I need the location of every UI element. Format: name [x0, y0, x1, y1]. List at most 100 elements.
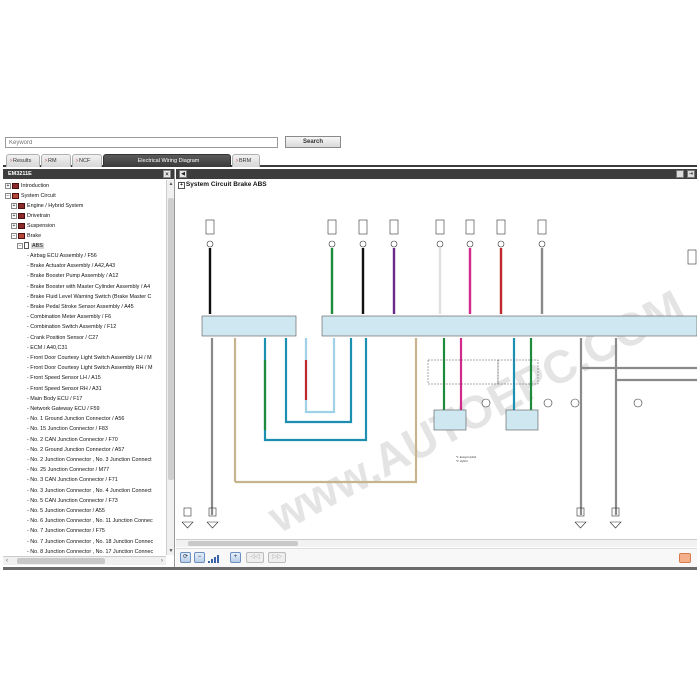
scroll-thumb[interactable] [17, 558, 105, 564]
list-item[interactable]: - No. 7 Junction Connector / F75 [27, 528, 105, 535]
list-item[interactable]: - No. 2 Junction Connector , No. 3 Junct… [27, 457, 152, 463]
expand-icon[interactable]: + [11, 212, 17, 219]
list-item[interactable]: - Front Speed Sensor LH / A15 [27, 375, 101, 382]
tab-label: BRM [239, 158, 252, 164]
connector-terminals [206, 240, 546, 248]
list-item[interactable]: - Brake Booster with Master Cylinder Ass… [27, 283, 151, 290]
list-item[interactable]: - Front Door Courtesy Light Switch Assem… [27, 365, 153, 372]
vertical-scrollbar[interactable]: ▲ ▼ [166, 180, 174, 555]
tree-item-abs[interactable]: − ABS [17, 241, 44, 251]
fuse-icon [389, 219, 399, 235]
list-item[interactable]: - ECM / A40,C31 [27, 344, 68, 351]
back-arrow-icon[interactable]: ◀ [179, 170, 187, 178]
list-item[interactable]: - No. 15 Junction Connector / F83 [27, 426, 108, 433]
list-item[interactable]: - No. 6 Junction Connector , No. 11 Junc… [27, 518, 153, 525]
list-item[interactable]: - No. 1 Ground Junction Connector / A56 [27, 416, 125, 423]
book-icon [18, 212, 25, 219]
list-item[interactable]: - No. 5 CAN Junction Connector / F73 [27, 497, 118, 504]
list-item[interactable]: - No. 2 CAN Junction Connector / F70 [27, 436, 118, 443]
tab-label: RM [48, 158, 57, 164]
front-speed-sensor-lh[interactable] [433, 409, 467, 431]
tree-item-introduction[interactable]: +Introduction [5, 181, 49, 191]
expand-icon[interactable]: + [5, 182, 11, 189]
front-speed-sensor-rh[interactable] [505, 409, 539, 431]
tree-item-label: Engine / Hybrid System [27, 203, 84, 209]
tree-item-label: ABS [31, 243, 44, 249]
search-button[interactable]: Search [285, 136, 341, 148]
zoom-in-icon[interactable]: + [230, 552, 241, 563]
tree-item-label: Brake [27, 233, 42, 239]
signal-wires [210, 338, 697, 515]
list-item[interactable]: - Brake Booster Pump Assembly / A12 [27, 273, 119, 280]
tree-item-system-circuit[interactable]: − System Circuit [5, 191, 56, 201]
scroll-left-icon[interactable]: ‹ [6, 558, 8, 564]
list-item[interactable]: - Front Door Courtesy Light Switch Assem… [27, 355, 152, 361]
list-item[interactable]: - No. 25 Junction Connector / M77 [27, 467, 110, 474]
list-item[interactable]: - Main Body ECU / F17 [27, 395, 83, 402]
navigation-header: EM3211E × [3, 169, 174, 179]
print-icon[interactable] [676, 170, 684, 178]
book-icon [12, 182, 19, 189]
scroll-up-icon[interactable]: ▲ [168, 181, 174, 187]
list-item[interactable]: - No. 3 CAN Junction Connector / F71 [27, 477, 118, 484]
list-item[interactable]: - No. 3 Junction Connector , No. 4 Junct… [27, 487, 152, 494]
zoom-level-indicator[interactable] [208, 553, 224, 563]
zoom-out-icon[interactable]: − [194, 552, 205, 563]
list-item[interactable]: - No. 7 Junction Connector , No. 18 Junc… [27, 538, 154, 545]
zoom-toolbar: ⟳ − + ◁◁ ▷▷ [176, 548, 697, 567]
scroll-thumb[interactable] [168, 198, 174, 480]
diagram-horizontal-scrollbar[interactable] [176, 539, 697, 547]
next-page-icon[interactable]: ▷▷ [268, 552, 286, 563]
tab-brm[interactable]: ›BRM [232, 154, 260, 167]
list-item[interactable]: - No. 5 Junction Connector / A55 [27, 508, 105, 514]
collapse-icon[interactable]: − [5, 192, 11, 199]
tree-item-engine-hybrid-system[interactable]: + Engine / Hybrid System [11, 201, 83, 211]
exit-icon[interactable]: ⇥ [687, 170, 695, 178]
tab-results[interactable]: ›Results [6, 154, 40, 167]
book-icon [18, 222, 25, 229]
list-item[interactable]: - No. 2 Ground Junction Connector / A57 [27, 446, 125, 453]
tab-rm[interactable]: ›RM [41, 154, 71, 167]
brake-actuator-block[interactable] [201, 315, 297, 337]
list-item[interactable]: - Brake Fluid Level Warning Switch (Brak… [27, 293, 152, 300]
search-input[interactable] [5, 137, 278, 148]
tree-item-label: System Circuit [21, 193, 56, 199]
list-item[interactable]: - Brake Pedal Stroke Sensor Assembly / A… [27, 304, 134, 310]
legend-note: *2: Hybrid [456, 459, 468, 463]
tab-arrow-icon: › [10, 158, 12, 164]
list-item[interactable]: - No. 8 Junction Connector , No. 17 Junc… [27, 548, 154, 555]
fuse-icon [687, 249, 697, 265]
tree-item-suspension[interactable]: +Suspension [11, 221, 55, 231]
close-icon[interactable]: × [163, 170, 171, 178]
tab-ncf[interactable]: ›NCF [72, 154, 102, 167]
list-item[interactable]: - Network Gateway ECU / F59 [27, 406, 100, 412]
scroll-down-icon[interactable]: ▼ [168, 548, 174, 554]
list-item[interactable]: - Combination Switch Assembly / F12 [27, 324, 117, 331]
collapse-icon[interactable]: − [11, 232, 17, 239]
collapse-icon[interactable]: − [17, 242, 23, 249]
tab-electrical-wiring-diagram[interactable]: Electrical Wiring Diagram [103, 154, 231, 167]
fuse-icon [327, 219, 337, 235]
fuse-icon [205, 219, 215, 235]
expand-icon[interactable]: + [11, 202, 17, 209]
expand-icon[interactable]: + [178, 182, 185, 189]
tree-item-drivetrain[interactable]: +Drivetrain [11, 211, 50, 221]
brake-booster-block[interactable] [321, 315, 697, 337]
scroll-right-icon[interactable]: › [161, 558, 163, 564]
refresh-icon[interactable]: ⟳ [180, 552, 191, 563]
shield-lines [427, 359, 539, 385]
expand-icon[interactable]: + [11, 222, 17, 229]
comment-icon[interactable] [679, 553, 691, 563]
wiring-diagram[interactable]: www.AUTOEPC.COM [176, 190, 697, 539]
tree-item-brake[interactable]: − Brake [11, 231, 41, 241]
list-item[interactable]: - Airbag ECU Assembly / F56 [27, 253, 97, 259]
list-item[interactable]: - Crank Position Sensor / C27 [27, 334, 99, 341]
list-item[interactable]: - Front Speed Sensor RH / A31 [27, 385, 102, 392]
fuse-icon [465, 219, 475, 235]
list-item[interactable]: - Brake Actuator Assembly / A42,A43 [27, 263, 116, 270]
horizontal-scrollbar[interactable]: ‹ › [3, 556, 166, 565]
previous-page-icon[interactable]: ◁◁ [246, 552, 264, 563]
scroll-thumb[interactable] [188, 541, 298, 546]
book-icon [18, 202, 25, 209]
list-item[interactable]: - Combination Meter Assembly / F6 [27, 314, 112, 321]
